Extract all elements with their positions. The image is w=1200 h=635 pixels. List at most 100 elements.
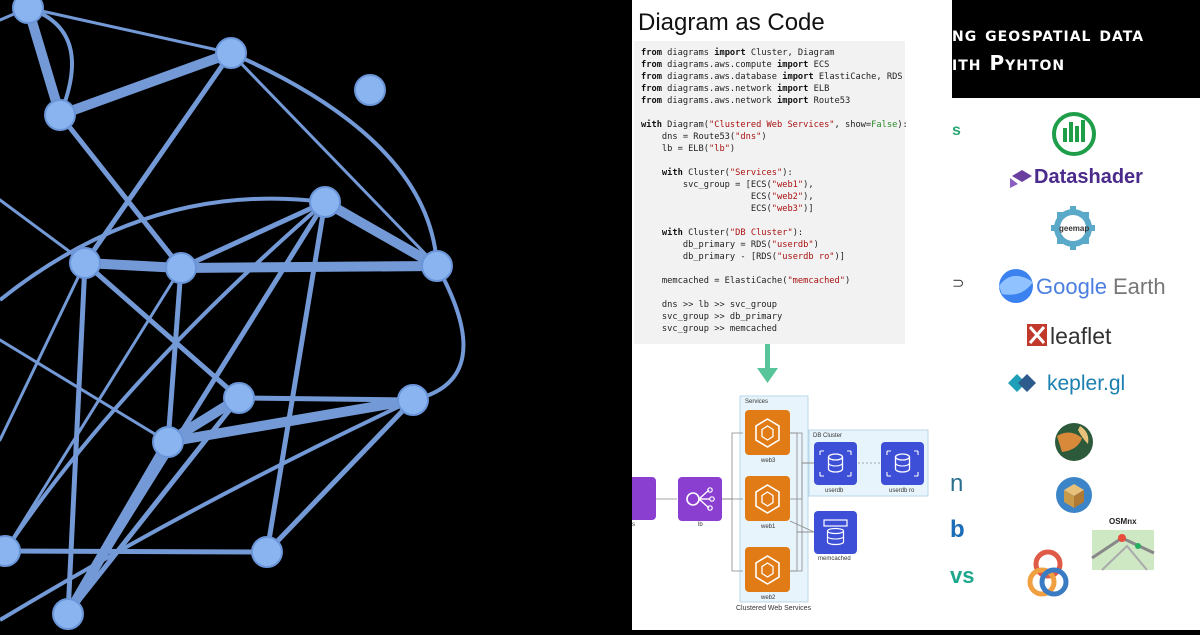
userdb-ro-label: userdb ro [889, 488, 915, 494]
code-token: diagrams [661, 48, 715, 58]
code-token: ECS( [641, 204, 772, 214]
code-token: ECS( [641, 192, 772, 202]
library-logos: Datashader geemap Google Earth leaflet k… [999, 112, 1166, 597]
code-token: ): [782, 168, 793, 178]
cropped-logo-text-2: ⊃ [952, 275, 965, 292]
network-curve [230, 51, 439, 267]
code-token: Route53 [808, 96, 851, 106]
cropped-logo-text-3: n [950, 470, 964, 497]
network-graph [0, 0, 466, 630]
network-node [354, 74, 386, 106]
ecs-web2-icon [745, 547, 790, 592]
web2-label: web2 [760, 595, 776, 601]
db-cluster-label: DB Cluster [813, 433, 842, 439]
code-token: Cluster, Diagram [745, 48, 835, 58]
geemap-logo-icon [1051, 206, 1095, 250]
code-token: memcached = ElastiCache( [641, 276, 788, 286]
code-token: "memcached" [787, 276, 845, 286]
network-nodes [0, 0, 453, 630]
google-earth-logo-icon [999, 269, 1033, 303]
dns-label: s [632, 522, 635, 528]
network-curves [0, 6, 466, 622]
code-token: )] [803, 204, 814, 214]
code-token: ElastiCache, RDS [813, 72, 903, 82]
code-token: "lb" [709, 144, 730, 154]
elasticache-icon [814, 511, 857, 554]
code-line: with Cluster("Services"): [641, 167, 908, 179]
code-line: from diagrams.aws.database import Elasti… [641, 71, 908, 83]
page-title: Diagram as Code [638, 9, 825, 36]
code-token: diagrams.aws.network [661, 96, 777, 106]
network-node [223, 382, 255, 414]
holoviz-logo-icon [1052, 112, 1096, 156]
network-node [44, 99, 76, 131]
network-node [12, 0, 44, 24]
network-edge [229, 51, 439, 268]
code-token: Cluster( [682, 228, 730, 238]
code-token: "userdb ro" [777, 252, 835, 262]
network-edge [0, 261, 87, 442]
code-token: import [782, 72, 814, 82]
code-token: ) [845, 276, 851, 286]
network-edge [178, 199, 328, 271]
code-token: dns >> lb >> svc_group [641, 300, 777, 310]
code-token: svc_group = [ECS( [641, 180, 772, 190]
code-line: from diagrams.aws.network import ELB [641, 83, 908, 95]
osmnx-logo-icon [1091, 530, 1155, 571]
cropped-logo-text-4: b [950, 516, 965, 543]
geemap-logo-text: geemap [1059, 224, 1089, 233]
network-edge [264, 199, 328, 555]
network-edge [320, 197, 442, 271]
code-token: import [714, 48, 746, 58]
code-token: )] [834, 252, 846, 262]
code-token: Diagram( [661, 120, 709, 130]
network-node [251, 536, 283, 568]
network-edge [0, 338, 170, 444]
network-node [152, 426, 184, 458]
network-edge [82, 50, 234, 266]
network-edges [0, 3, 442, 619]
code-token: ): [897, 120, 908, 130]
architecture-diagram: Services DB Cluster s lb web3 [632, 344, 929, 612]
code-token: ) [729, 144, 736, 154]
code-line: dns = Route53("dns") [641, 131, 908, 143]
code-token: from [641, 96, 662, 106]
code-token: "userdb" [771, 240, 814, 250]
network-edge [80, 258, 186, 273]
web1-label: web1 [760, 524, 776, 530]
lb-label: lb [698, 522, 703, 528]
network-node [309, 186, 341, 218]
code-token: from [641, 48, 662, 58]
network-edge [26, 6, 233, 55]
code-line: from diagrams.aws.network import Route53 [641, 95, 908, 107]
route53-icon [632, 477, 656, 520]
kepler-logo-icon [1008, 374, 1036, 392]
code-token: , show= [834, 120, 872, 130]
code-line: from diagrams.aws.compute import ECS [641, 59, 908, 71]
box-logo-icon [1056, 477, 1092, 513]
code-line [641, 155, 908, 167]
rds-userdb-ro-icon [881, 442, 924, 485]
banner: ng geospatial data ith Pyhton [952, 0, 1200, 98]
rings-logo-icon [1027, 549, 1069, 597]
code-token: db_primary - [RDS( [641, 252, 777, 262]
code-token: ECS [808, 60, 830, 70]
code-line [641, 263, 908, 275]
network-edge [264, 397, 416, 555]
network-edge [2, 548, 270, 555]
code-token: "web1" [771, 180, 804, 190]
ecs-web3-icon [745, 410, 790, 455]
code-token: ) [813, 240, 819, 250]
network-edge [65, 395, 242, 617]
network-edge [176, 261, 442, 273]
code-token: False [871, 120, 898, 130]
network-edge [82, 260, 242, 401]
code-token: "web3" [771, 204, 804, 214]
rds-userdb-icon [814, 442, 857, 485]
network-edge [57, 112, 184, 271]
osmnx-logo-text: OSMnx [1109, 517, 1137, 526]
diagram-footer: Clustered Web Services [736, 605, 811, 612]
network-node [397, 384, 429, 416]
code-token: from [641, 60, 662, 70]
